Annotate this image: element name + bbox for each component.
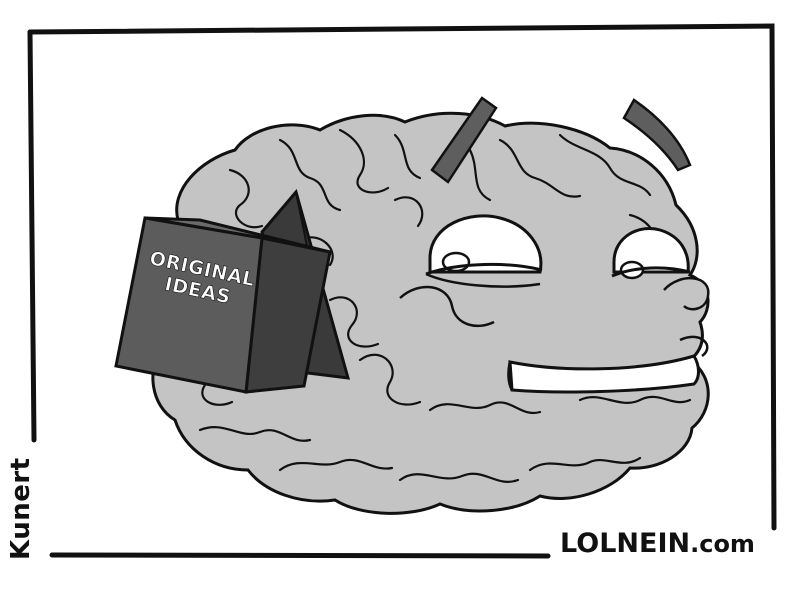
left-eye bbox=[425, 214, 543, 288]
snout bbox=[663, 276, 710, 311]
left-eyebrow bbox=[430, 96, 498, 184]
frame-left-edge bbox=[27, 29, 37, 443]
cheek-fold bbox=[399, 285, 495, 327]
box-front bbox=[114, 216, 264, 394]
site-brand: LOLNEIN bbox=[560, 528, 691, 559]
brain-character bbox=[145, 96, 710, 515]
site-tld: .com bbox=[690, 530, 755, 558]
right-eye bbox=[611, 227, 691, 280]
site-watermark: LOLNEIN.com bbox=[560, 528, 755, 559]
frame-border bbox=[27, 23, 777, 531]
mouth bbox=[507, 335, 709, 394]
frame-bottom-line bbox=[49, 552, 551, 559]
right-eyebrow bbox=[622, 98, 692, 172]
original-ideas-box bbox=[114, 216, 332, 394]
artist-signature: Kunert bbox=[6, 457, 36, 560]
